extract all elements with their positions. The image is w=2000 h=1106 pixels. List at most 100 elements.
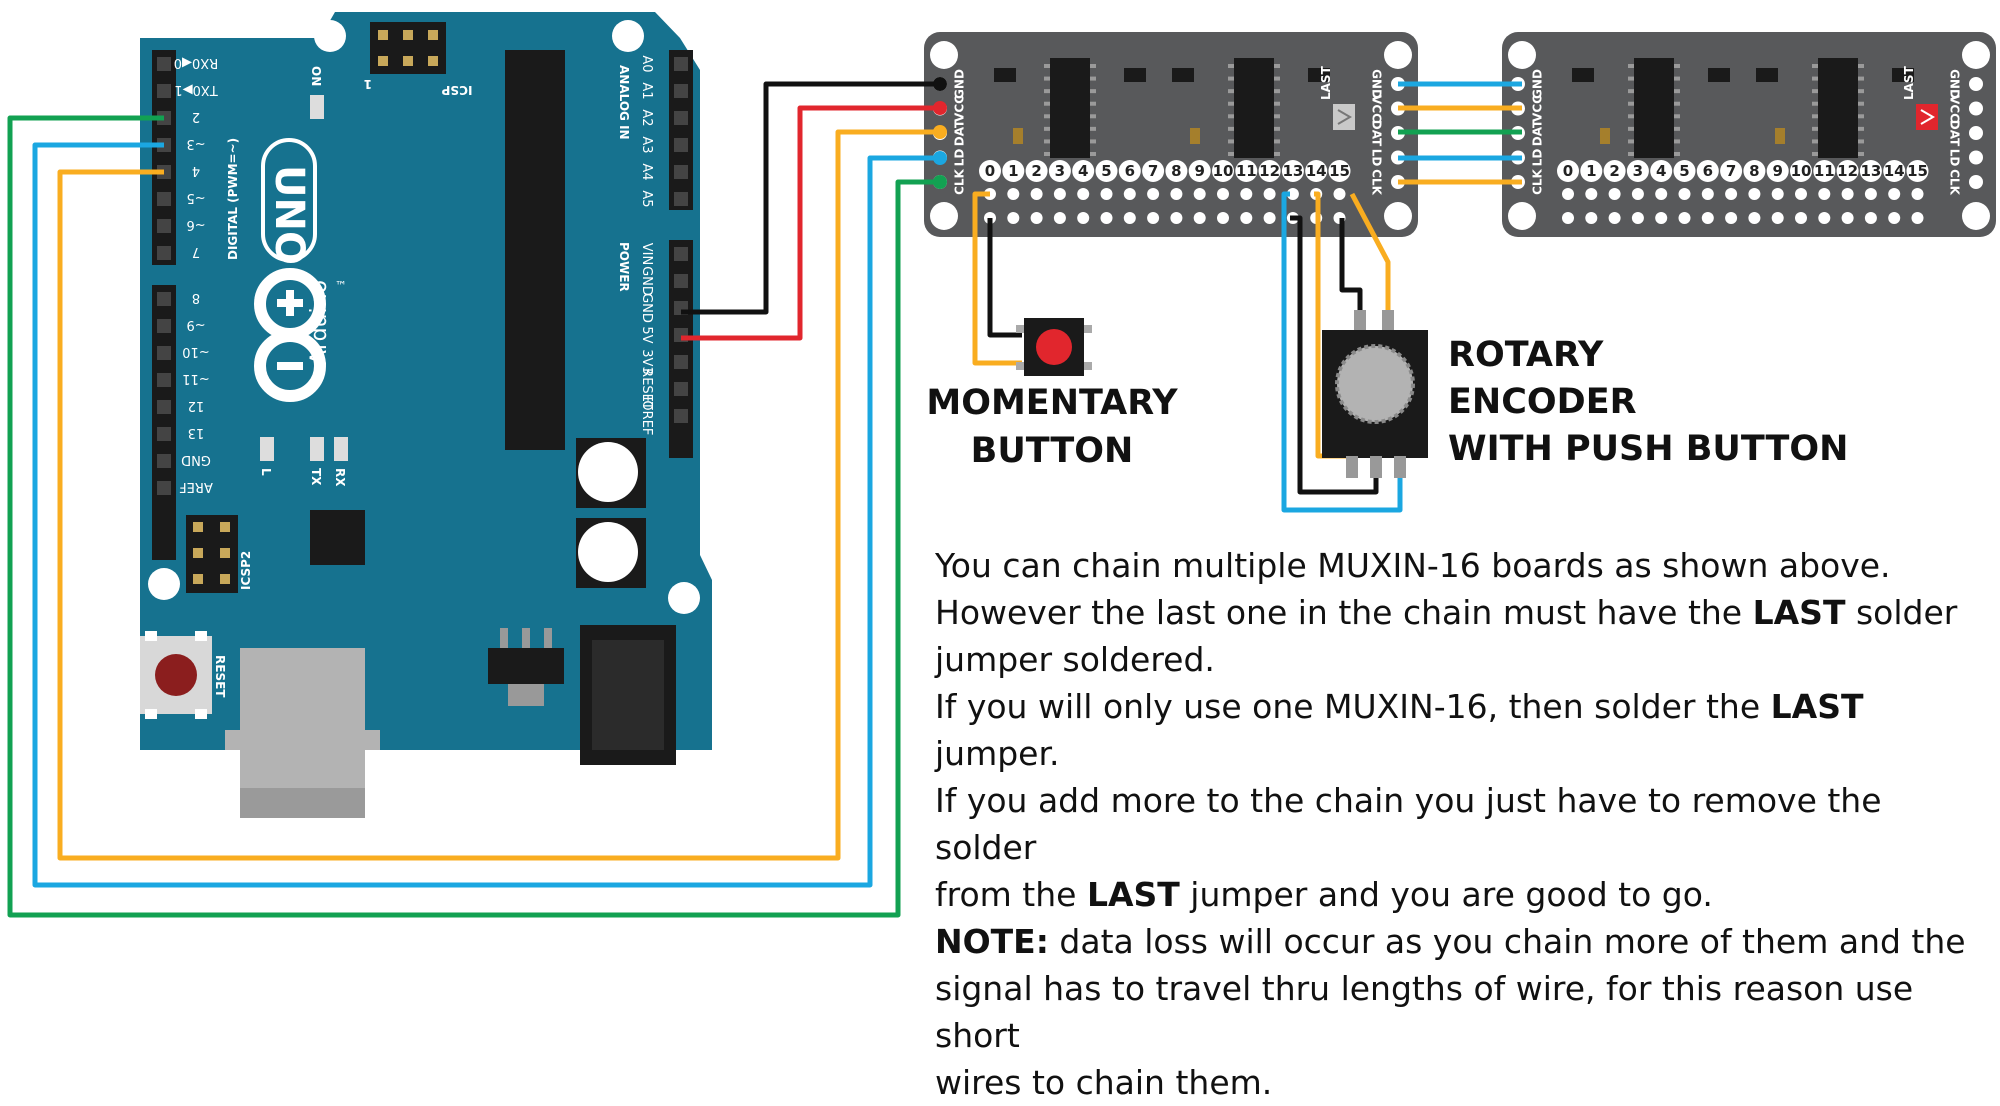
pin-label: VIN — [639, 243, 654, 265]
wire-blue-ld — [32, 142, 940, 888]
header-pin — [157, 246, 171, 260]
digital-section-label: DIGITAL (PWM=~) — [226, 138, 240, 260]
pin-label: IOREF — [639, 397, 654, 436]
channel-label: 1 — [1008, 162, 1018, 180]
channel-hole — [1123, 188, 1136, 200]
mux2-output-pins — [1969, 77, 1983, 189]
channel-hole — [1286, 188, 1299, 200]
l-label: L — [259, 468, 273, 476]
icsp-label: ICSP — [441, 83, 472, 97]
connector-label: VCC — [953, 95, 967, 122]
channel-label: 3 — [1055, 162, 1065, 180]
channel-hole — [1678, 188, 1691, 200]
momentary-label-line1: MOMENTARY — [926, 383, 1178, 423]
header-pin — [157, 219, 171, 233]
channel-hole — [1701, 188, 1714, 200]
pin-label: A0 — [639, 55, 654, 72]
pin-label: 12 — [188, 398, 205, 413]
header-pin — [157, 84, 171, 98]
channel-hole — [1771, 212, 1784, 224]
channel-pad — [1557, 160, 1579, 182]
mounting-hole — [1508, 202, 1536, 230]
channel-pad — [1235, 160, 1258, 182]
note-line: signal has to travel thru lengths of wir… — [935, 969, 1914, 1055]
wire-end-dots — [933, 77, 947, 189]
channel-pad — [1118, 160, 1141, 182]
channel-label: 4 — [1078, 162, 1088, 180]
icsp-pin-one-label: 1 — [364, 77, 372, 91]
icsp-header — [370, 22, 446, 74]
wire-orange-dat — [57, 129, 940, 861]
header-pin — [157, 400, 171, 414]
connector-label: DAT — [953, 119, 967, 146]
pin-label: 8 — [192, 290, 200, 305]
header-pin — [157, 346, 171, 360]
header-pin — [157, 292, 171, 306]
header-pin — [674, 111, 688, 125]
channel-label: 1 — [1586, 162, 1596, 180]
channel-hole — [1077, 188, 1090, 200]
pin-label: A2 — [639, 109, 654, 126]
channel-pad — [1188, 160, 1211, 182]
channel-label: 0 — [1563, 162, 1573, 180]
last-label: LAST — [1319, 65, 1333, 100]
channel-hole — [1240, 212, 1253, 224]
wire-black-gnd — [681, 81, 940, 315]
channel-hole — [1585, 188, 1598, 200]
channel-hole — [1007, 188, 1020, 200]
pin-label: A5 — [639, 190, 654, 207]
channel-hole — [1864, 188, 1877, 200]
channel-pad — [1095, 160, 1118, 182]
note-line: from the LAST jumper and you are good to… — [935, 875, 1713, 914]
capacitor — [576, 518, 646, 588]
channel-hole — [1030, 188, 1043, 200]
reset-label: RESET — [213, 655, 227, 698]
header-pin — [157, 319, 171, 333]
channel-label: 2 — [1031, 162, 1041, 180]
pin-label: GND — [181, 452, 211, 467]
reset-button[interactable] — [140, 631, 212, 719]
connector-label: VCC — [1948, 95, 1962, 122]
channel-hole — [1701, 212, 1714, 224]
connector-label: GND — [1531, 69, 1545, 99]
channel-pad — [1025, 160, 1048, 182]
note-line: However the last one in the chain must h… — [935, 593, 1958, 632]
mux2-channel-holes — [1562, 188, 1924, 224]
channel-hole — [1263, 188, 1276, 200]
header-pin — [674, 274, 688, 288]
note-line: jumper soldered. — [935, 640, 1215, 679]
connector-label: VCC — [1370, 95, 1384, 122]
channel-hole — [1217, 188, 1229, 200]
channel-hole — [1841, 188, 1854, 200]
channel-hole — [1193, 188, 1206, 200]
mounting-hole — [148, 568, 180, 600]
rx-led — [334, 437, 348, 461]
tx-led — [310, 437, 324, 461]
shift-register-chip — [1044, 58, 1096, 158]
shift-register-chip — [1628, 58, 1680, 158]
channel-label: 6 — [1703, 162, 1713, 180]
capacitor — [576, 438, 646, 508]
icsp2-header — [186, 515, 238, 593]
header-pin — [157, 454, 171, 468]
note-line: If you will only use one MUXIN-16, then … — [935, 687, 1864, 773]
mounting-hole — [314, 20, 346, 52]
pin-label: A4 — [639, 163, 654, 180]
connector-label: DAT — [1948, 120, 1962, 147]
mounting-hole — [1384, 41, 1412, 69]
connector-hole — [1969, 175, 1983, 189]
pin-label: ~10 — [182, 344, 209, 359]
momentary-button-component — [1016, 318, 1092, 376]
channel-pad — [1673, 160, 1696, 182]
channel-pad — [1696, 160, 1719, 182]
connector-label: LD — [1370, 149, 1384, 167]
mounting-hole — [930, 41, 958, 69]
uno-logo-text: UNO — [266, 165, 312, 265]
pin-label: 7 — [192, 244, 200, 259]
analog-header — [669, 50, 693, 210]
